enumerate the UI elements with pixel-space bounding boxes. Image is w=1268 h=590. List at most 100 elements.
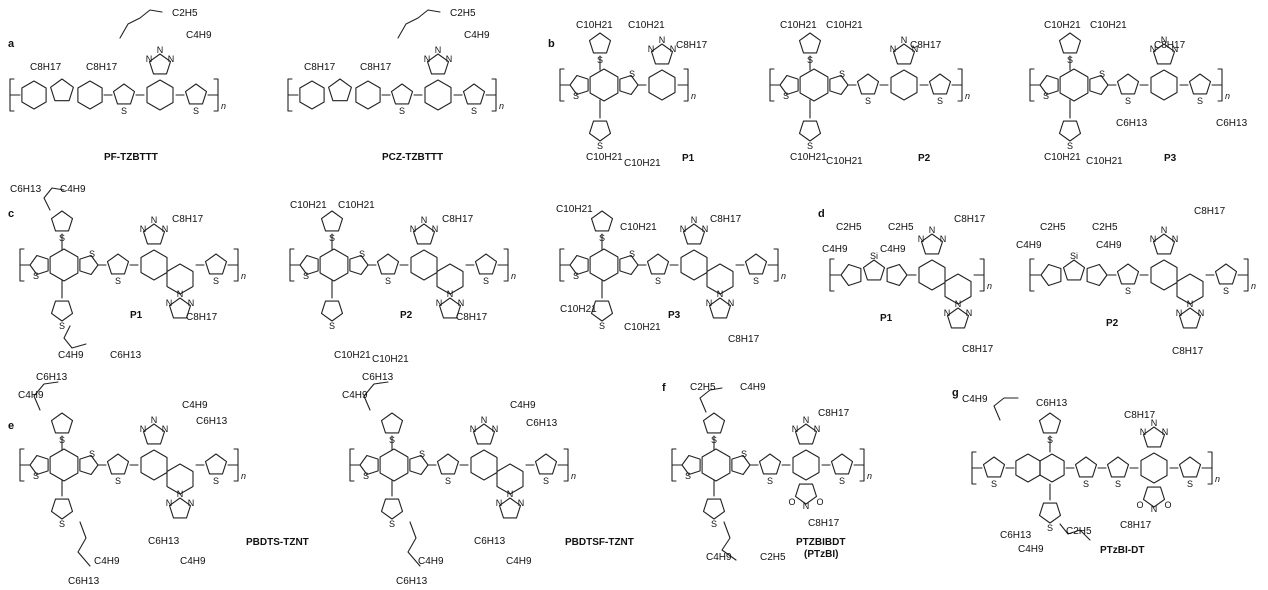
atom-label: Si — [1070, 251, 1078, 261]
benzotriazole-imide-core — [792, 449, 820, 481]
thiophene-ring — [1178, 456, 1202, 478]
thiophene-ring — [436, 453, 460, 475]
thiophene-ring — [588, 32, 612, 54]
imide-ring — [1142, 486, 1166, 508]
sub-label: C8H17 — [86, 62, 118, 73]
benzodithiophene-core — [589, 68, 619, 102]
atom-label: S — [115, 476, 121, 486]
thiophene-ring — [50, 412, 74, 434]
panel-label-c: c — [8, 208, 15, 220]
atom-label: N — [436, 298, 443, 308]
thiophene-ring — [1038, 412, 1062, 434]
thiophene-ring — [569, 254, 589, 276]
thiophene-ring — [798, 32, 822, 54]
atom-label: S — [685, 471, 691, 481]
sub-label: C8H17 — [1154, 40, 1186, 51]
atom-label: S — [807, 141, 813, 151]
benzothiadiazole-core — [146, 79, 174, 111]
atom-label: N — [424, 54, 431, 64]
atom-label: N — [162, 424, 169, 434]
atom-label: S — [767, 476, 773, 486]
atom-label: S — [573, 91, 579, 101]
atom-label: N — [901, 35, 908, 45]
repeat-unit-n: n — [571, 471, 576, 481]
atom-label: S — [1187, 479, 1193, 489]
benzodithiophene-core — [1059, 68, 1089, 102]
atom-label: N — [1150, 234, 1157, 244]
sub-label: C6H13 — [10, 184, 42, 195]
thiophene-ring — [50, 210, 74, 232]
compound-name-pf-tzbttt: PF-TZBTTT — [104, 152, 158, 163]
sub-label: C10H21 — [372, 354, 409, 365]
thiophene-ring — [619, 74, 639, 96]
atom-label: N — [518, 498, 525, 508]
polymer-bracket — [1243, 258, 1249, 292]
repeat-unit-n: n — [987, 281, 992, 291]
atom-label: S — [839, 476, 845, 486]
atom-label: S — [445, 476, 451, 486]
triazole-ring — [1178, 307, 1202, 329]
atom-label: N — [702, 224, 709, 234]
sub-label: C6H13 — [1116, 118, 1148, 129]
atom-label: S — [1047, 523, 1053, 533]
triazole-ring — [168, 297, 192, 319]
atom-label: N — [410, 224, 417, 234]
sub-label: C2H5 — [760, 552, 786, 563]
sub-label: C10H21 — [826, 156, 863, 167]
benzene-ring — [1039, 453, 1065, 483]
triazole-ring — [946, 307, 970, 329]
sub-label: C8H17 — [808, 518, 840, 529]
sub-label: C2H5 — [172, 8, 198, 19]
triazole-ring — [650, 43, 674, 65]
sub-label: C10H21 — [624, 322, 661, 333]
repeat-unit-n: n — [241, 471, 246, 481]
atom-label: N — [168, 54, 175, 64]
sub-label: C8H17 — [1194, 206, 1226, 217]
sub-label: C4H9 — [1096, 240, 1122, 251]
polymer-bracket — [683, 68, 689, 102]
panel-label-e: e — [8, 420, 15, 432]
naphthotriazole-core — [140, 249, 168, 281]
benzothiadiazole-core — [890, 69, 918, 101]
thiophene-ring — [731, 454, 751, 476]
thiophene-ring — [1038, 502, 1062, 524]
benzene-ring — [355, 80, 381, 110]
thiophene-ring — [204, 453, 228, 475]
atom-label: S — [1043, 91, 1049, 101]
thiophene-ring — [50, 300, 74, 322]
sub-label: C4H9 — [60, 184, 86, 195]
thiophene-ring — [349, 254, 369, 276]
triazole-ring — [1152, 233, 1176, 255]
atom-label: N — [432, 224, 439, 234]
polymer-bracket — [773, 248, 779, 282]
atom-label: N — [458, 298, 465, 308]
atom-label: N — [918, 234, 925, 244]
thiophene-ring — [1074, 456, 1098, 478]
thiophene-ring — [758, 453, 782, 475]
atom-label: N — [940, 234, 947, 244]
sub-label: C10H21 — [624, 158, 661, 169]
thiophene-ring — [376, 253, 400, 275]
polymer-bracket — [979, 258, 985, 292]
atom-label: N — [1162, 427, 1169, 437]
atom-label: N — [151, 415, 158, 425]
atom-label: N — [1198, 308, 1205, 318]
alkyl-chain — [1059, 523, 1091, 541]
repeat-unit-n: n — [1251, 281, 1256, 291]
benzodithiophene-core — [799, 68, 829, 102]
panel-label-f: f — [662, 382, 666, 394]
thiophene-ring — [380, 412, 404, 434]
sub-label: C4H9 — [342, 390, 368, 401]
thiophene-ring — [569, 74, 589, 96]
triazole-ring — [142, 223, 166, 245]
atom-label: N — [157, 45, 164, 55]
sub-label: C10H21 — [560, 304, 597, 315]
thiophene-ring — [106, 453, 130, 475]
thiophene-ring — [702, 412, 726, 434]
atom-label: N — [435, 45, 442, 55]
thiophene-ring — [1040, 263, 1062, 287]
compound-name-b-p2: P2 — [918, 153, 931, 164]
sub-label: C4H9 — [418, 556, 444, 567]
naphthotriazole-core — [1150, 259, 1178, 291]
atom-label: S — [573, 271, 579, 281]
